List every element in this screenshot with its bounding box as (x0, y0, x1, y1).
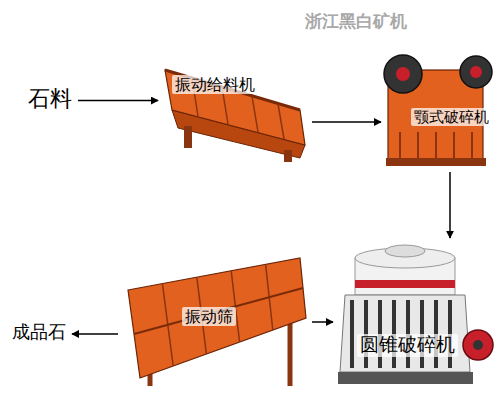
cone-pulley (463, 330, 493, 360)
flow-arrow (312, 121, 381, 123)
screen-illustration (128, 258, 306, 386)
jaw-flywheel (460, 56, 492, 88)
cone-base (338, 372, 473, 384)
node-text: 成品石 (12, 322, 66, 344)
cone-body (340, 295, 470, 372)
jaw-rib (399, 132, 401, 158)
feeder-spring (184, 126, 192, 148)
jaw-rib (471, 132, 473, 158)
jaw-base (386, 158, 486, 166)
feeder-rib (278, 104, 284, 139)
node-text: 圆锥破碎机 (357, 334, 458, 357)
screen-leg (288, 322, 293, 386)
screen-deck (128, 258, 306, 378)
feeder-illustration (165, 70, 305, 162)
feeder-spring (284, 150, 292, 162)
flow-arrow (72, 333, 118, 335)
cone-crusher-illustration (338, 245, 493, 384)
cone-hopper (385, 245, 425, 257)
feeder-rib (252, 96, 258, 132)
jaw-rib (435, 132, 437, 158)
flow-arrow (78, 100, 158, 102)
feeder-rim (165, 70, 300, 110)
output-label: 成品石 (10, 322, 70, 346)
node-text: 颚式破碎机 (411, 108, 492, 126)
cone-rib (350, 300, 354, 368)
jaw-flywheel-hub (470, 66, 482, 78)
node-text: 石料 (28, 86, 72, 112)
feeder-node: 振动给料机 (160, 55, 310, 165)
jaw-flywheel (384, 55, 422, 93)
cone-pulley-hub (473, 340, 483, 350)
watermark-label: 浙江黑白矿机 (305, 10, 407, 33)
flow-arrow (449, 172, 451, 238)
jaw-rib (417, 132, 419, 158)
jaw-flywheel-hub (396, 67, 410, 81)
jaw-crusher-node: 颚式破碎机 (383, 50, 496, 170)
jaw-crusher-illustration (384, 55, 492, 166)
flow-arrow (312, 321, 333, 323)
cone-red-band (355, 280, 455, 288)
screen-node: 振动筛 (120, 250, 310, 390)
input-label: 石料 (26, 86, 76, 115)
node-text: 振动筛 (182, 307, 236, 326)
jaw-rib (453, 132, 455, 158)
screen-layer (134, 288, 303, 334)
cone-crusher-node: 圆锥破碎机 (335, 240, 495, 390)
node-text: 振动给料机 (172, 75, 258, 94)
